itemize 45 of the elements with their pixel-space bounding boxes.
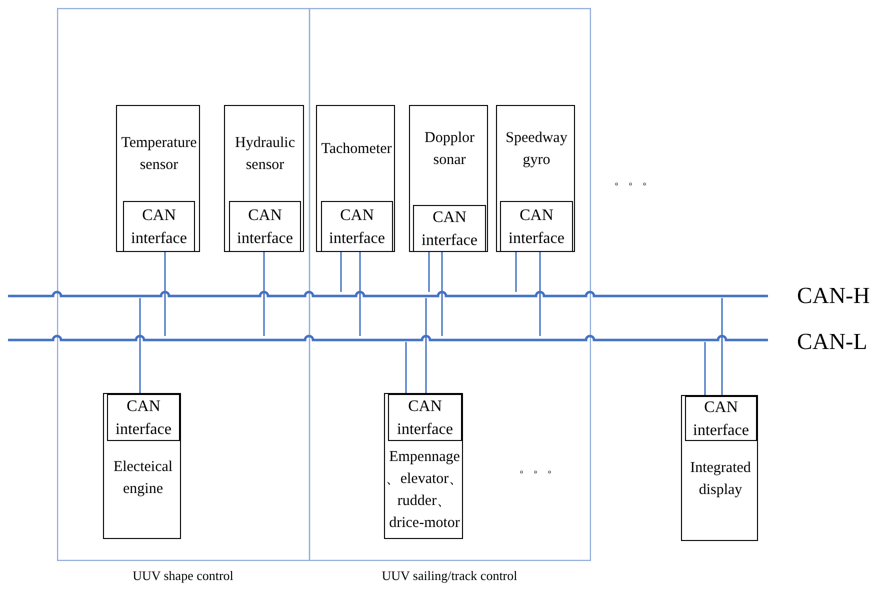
connector-line	[539, 251, 541, 336]
device-label: Hydraulic sensor	[234, 134, 296, 174]
bus-label: CAN-L	[797, 328, 868, 356]
connector-line	[164, 251, 166, 336]
device-label: Integrated display	[689, 459, 752, 500]
device-box	[316, 105, 395, 252]
connector-line	[139, 298, 141, 393]
ellipsis-mark: 。。。	[518, 460, 562, 477]
device-label: Electeical engine	[112, 458, 174, 499]
device-box	[681, 395, 758, 541]
group-label: UUV shape control	[132, 568, 234, 584]
device-label: Tachometer	[321, 140, 392, 159]
device-box	[384, 393, 463, 539]
ellipsis-mark: 。。。	[613, 172, 657, 189]
connector-line	[721, 298, 723, 395]
interface-box: CAN interface	[388, 394, 462, 441]
connector-line	[340, 251, 342, 292]
device-label: Empennage 、elevator、 rudder、 drice-motor	[385, 448, 464, 533]
device-box	[409, 105, 488, 252]
interface-box: CAN interface	[107, 394, 180, 441]
device-box	[496, 105, 575, 252]
interface-box: CAN interface	[123, 201, 195, 252]
device-label: Temperature sensor	[120, 134, 198, 174]
connector-line	[441, 251, 443, 336]
device-box	[116, 105, 200, 252]
interface-box: CAN interface	[500, 201, 573, 252]
interface-box: CAN interface	[229, 201, 301, 252]
device-box	[103, 393, 181, 539]
interface-box: CAN interface	[413, 205, 486, 252]
bus-line	[8, 292, 768, 298]
device-box	[224, 105, 304, 252]
connector-line	[405, 342, 407, 393]
group-label: UUV sailing/track control	[380, 568, 518, 584]
connector-line	[428, 251, 430, 292]
device-label: Speedway gyro	[504, 129, 568, 170]
interface-box: CAN interface	[321, 201, 393, 252]
connector-line	[515, 251, 517, 292]
bus-label: CAN-H	[797, 282, 871, 310]
connector-line	[359, 251, 361, 336]
connector-line	[704, 342, 706, 395]
connector-line	[425, 298, 427, 393]
device-label: Dopplor sonar	[424, 129, 476, 170]
connector-line	[263, 251, 265, 336]
bus-line	[8, 336, 768, 342]
interface-box: CAN interface	[685, 396, 757, 441]
